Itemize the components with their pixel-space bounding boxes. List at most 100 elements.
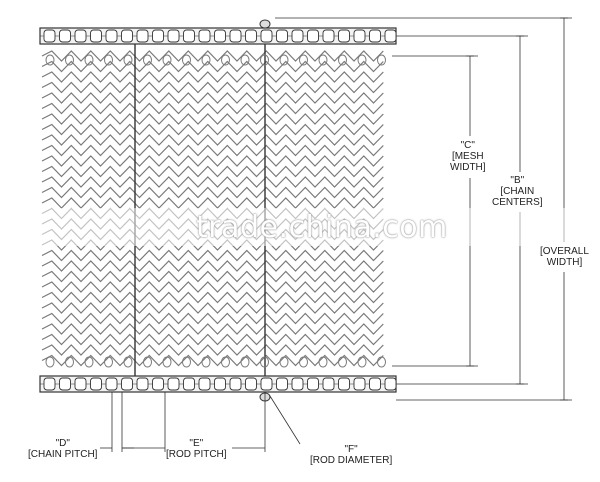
chain-link (198, 377, 211, 391)
chain-link (276, 29, 288, 43)
mesh-spiral (41, 50, 384, 62)
chain-link (369, 377, 381, 391)
mesh-spiral (41, 249, 384, 262)
chain-link (229, 29, 242, 43)
spiral-loop (182, 356, 191, 368)
dimension-c-text2: WIDTH] (450, 162, 486, 173)
spiral-loop (162, 54, 172, 66)
spiral-loop (279, 54, 289, 66)
chain-link (59, 29, 71, 43)
chain-link (338, 377, 350, 391)
spiral-loop (318, 54, 328, 66)
spiral-loop (201, 54, 211, 66)
dimension-a-text2: WIDTH] (546, 257, 583, 268)
chain-link (167, 29, 180, 43)
spiral-loop (221, 356, 230, 368)
dimension-d-name: "D" (55, 438, 70, 449)
spiral-loop (279, 356, 289, 368)
spiral-loop (123, 356, 133, 368)
chain-link (291, 29, 304, 43)
mesh-spiral (41, 323, 384, 335)
chain-link (353, 29, 366, 43)
dimension-lines (100, 17, 572, 452)
mesh-spiral (41, 354, 384, 367)
chain-link (121, 29, 133, 43)
chain-link (338, 29, 350, 43)
chain-link (59, 377, 71, 391)
spiral-loop (377, 54, 386, 66)
chain-link (384, 377, 397, 391)
mesh-spiral (41, 281, 384, 293)
spiral-loop (201, 356, 211, 368)
chain-link (291, 377, 304, 391)
dimension-e-name: "E" (189, 438, 204, 449)
edge-chains (39, 19, 397, 402)
chain-link (276, 377, 288, 391)
chain-link (136, 29, 149, 43)
spiral-loop (357, 54, 367, 66)
spiral-loop (377, 356, 386, 368)
chain-link (229, 377, 242, 391)
chain-link (152, 377, 164, 391)
spiral-loop (221, 54, 230, 66)
spiral-loop (84, 54, 94, 66)
spiral-loop (143, 356, 152, 368)
spiral-loop (338, 54, 347, 66)
chain-link (74, 377, 87, 391)
mesh-spiral (41, 144, 384, 157)
dimension-a-text1: [OVERALL (540, 246, 589, 257)
chain-link (260, 377, 273, 391)
dimension-f-text: [ROD DIAMETER] (310, 455, 393, 466)
spiral-loop (45, 356, 55, 368)
dimension-e-label: "E" [ROD PITCH] (166, 438, 227, 460)
chain-link (245, 29, 257, 43)
chain-link (260, 29, 273, 43)
spiral-loop (143, 54, 152, 66)
spiral-loop (84, 356, 94, 368)
mesh-spiral (41, 197, 384, 209)
chain-link (214, 377, 226, 391)
chain-link (183, 377, 195, 391)
mesh-spiral (41, 344, 384, 356)
spiral-loop (45, 54, 55, 66)
mesh-spiral (41, 312, 384, 325)
spiral-loop (338, 356, 347, 368)
chain-link (43, 377, 56, 391)
spiral-loop (104, 54, 113, 66)
spiral-loop (123, 54, 133, 66)
mesh-spiral (41, 270, 384, 283)
spiral-loop (65, 356, 74, 368)
mesh-spiral (41, 186, 384, 199)
mesh-spiral (41, 92, 384, 104)
mesh-spiral (41, 302, 384, 314)
chain-link (152, 29, 164, 43)
chain-link (384, 29, 397, 43)
mesh-spiral (41, 291, 384, 304)
chain-link (214, 29, 226, 43)
chain-link (307, 29, 319, 43)
mesh-spiral (41, 123, 384, 136)
dimension-b-text1: [CHAIN (500, 186, 535, 197)
dimension-c-text1: [MESH (451, 151, 484, 162)
mesh-spiral (41, 165, 384, 178)
dimension-f-name: "F" (344, 444, 358, 455)
mesh-spiral (41, 113, 384, 125)
chain-link (167, 377, 180, 391)
spiral-loop (65, 54, 74, 66)
spiral-loop (260, 54, 269, 66)
chain-link (105, 377, 118, 391)
dimension-b-name: "B" (510, 175, 525, 186)
dimension-f-leader (269, 395, 301, 445)
mesh-spiral (41, 81, 384, 94)
spiral-loop (240, 356, 250, 368)
spiral-loop (240, 54, 250, 66)
dimension-d-label: "D" [CHAIN PITCH] (28, 438, 97, 460)
chain-link (353, 377, 366, 391)
mesh-spiral (41, 60, 384, 73)
dimension-a-label: [OVERALL WIDTH] (540, 246, 589, 268)
spiral-loop (104, 356, 113, 368)
chain-link (183, 29, 195, 43)
chain-link (90, 377, 102, 391)
spiral-loop (299, 54, 308, 66)
